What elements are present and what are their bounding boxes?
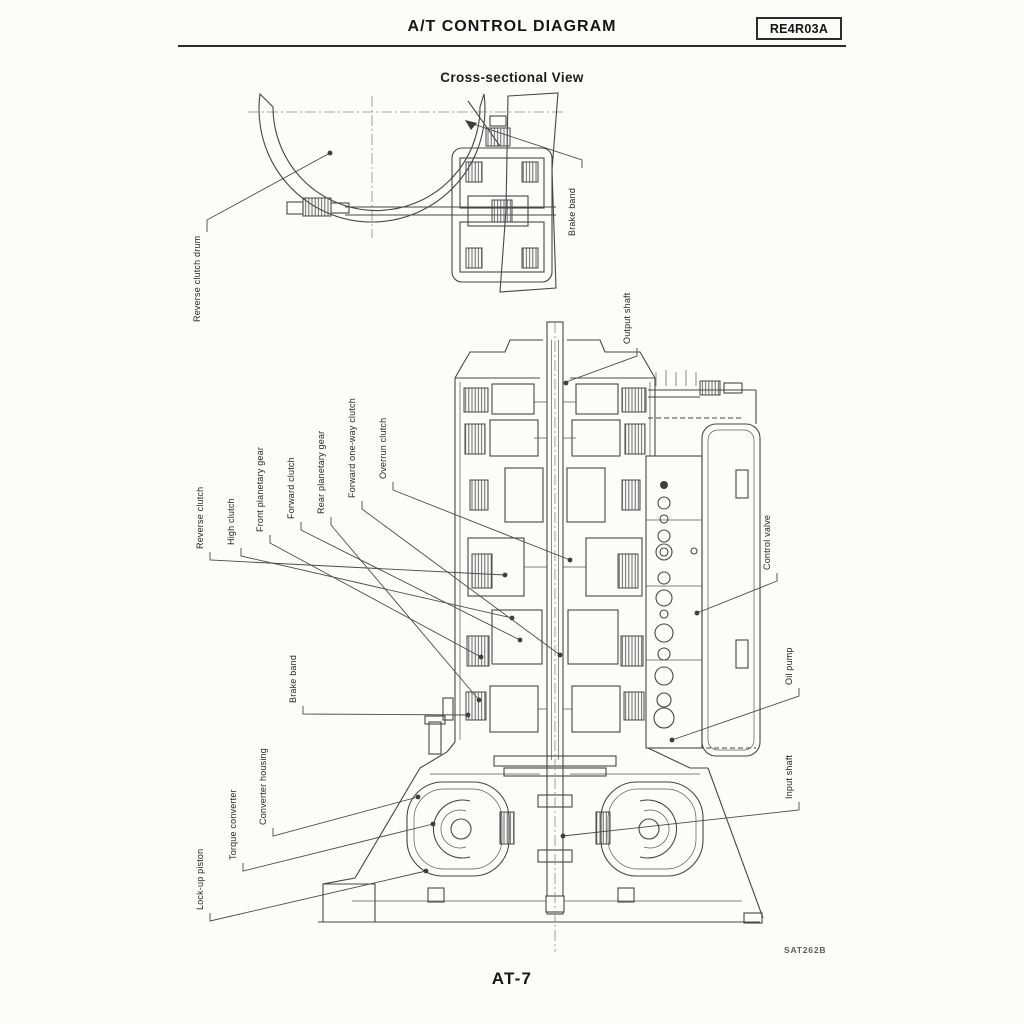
label-oil-pump: Oil pump xyxy=(784,647,794,685)
label-torque-converter: Torque converter xyxy=(228,789,238,860)
page-number: AT-7 xyxy=(491,969,533,988)
header-rule xyxy=(178,45,846,48)
label-front-planetary-gear: Front planetary gear xyxy=(255,446,265,532)
figure-ref-code: SAT262B xyxy=(784,945,827,955)
label-lock-up-piston: Lock-up piston xyxy=(195,848,205,910)
label-reverse-clutch-drum: Reverse clutch drum xyxy=(192,235,202,322)
label-reverse-clutch: Reverse clutch xyxy=(195,486,205,549)
label-brake-band-upper: Brake band xyxy=(567,187,577,236)
label-overrun-clutch: Overrun clutch xyxy=(378,417,388,479)
label-brake-band-lower: Brake band xyxy=(288,654,298,703)
page-title: A/T CONTROL DIAGRAM xyxy=(407,18,617,35)
figure-title: Cross-sectional View xyxy=(440,70,584,85)
control-valve-body xyxy=(645,370,761,757)
inset-drum-view xyxy=(248,92,565,293)
label-high-clutch: High clutch xyxy=(226,498,236,545)
label-forward-clutch: Forward clutch xyxy=(286,457,296,519)
label-output-shaft: Output shaft xyxy=(622,292,632,344)
label-forward-one-way-clutch: Forward one-way clutch xyxy=(347,398,357,498)
label-control-valve: Control valve xyxy=(762,514,772,570)
label-converter-housing: Converter housing xyxy=(258,748,268,825)
label-rear-planetary-gear: Rear planetary gear xyxy=(316,430,326,514)
leader-lines xyxy=(206,120,800,922)
model-code-badge: RE4R03A xyxy=(756,17,842,40)
label-input-shaft: Input shaft xyxy=(784,754,794,799)
clutch-packs xyxy=(424,383,647,755)
main-unit xyxy=(318,321,764,952)
